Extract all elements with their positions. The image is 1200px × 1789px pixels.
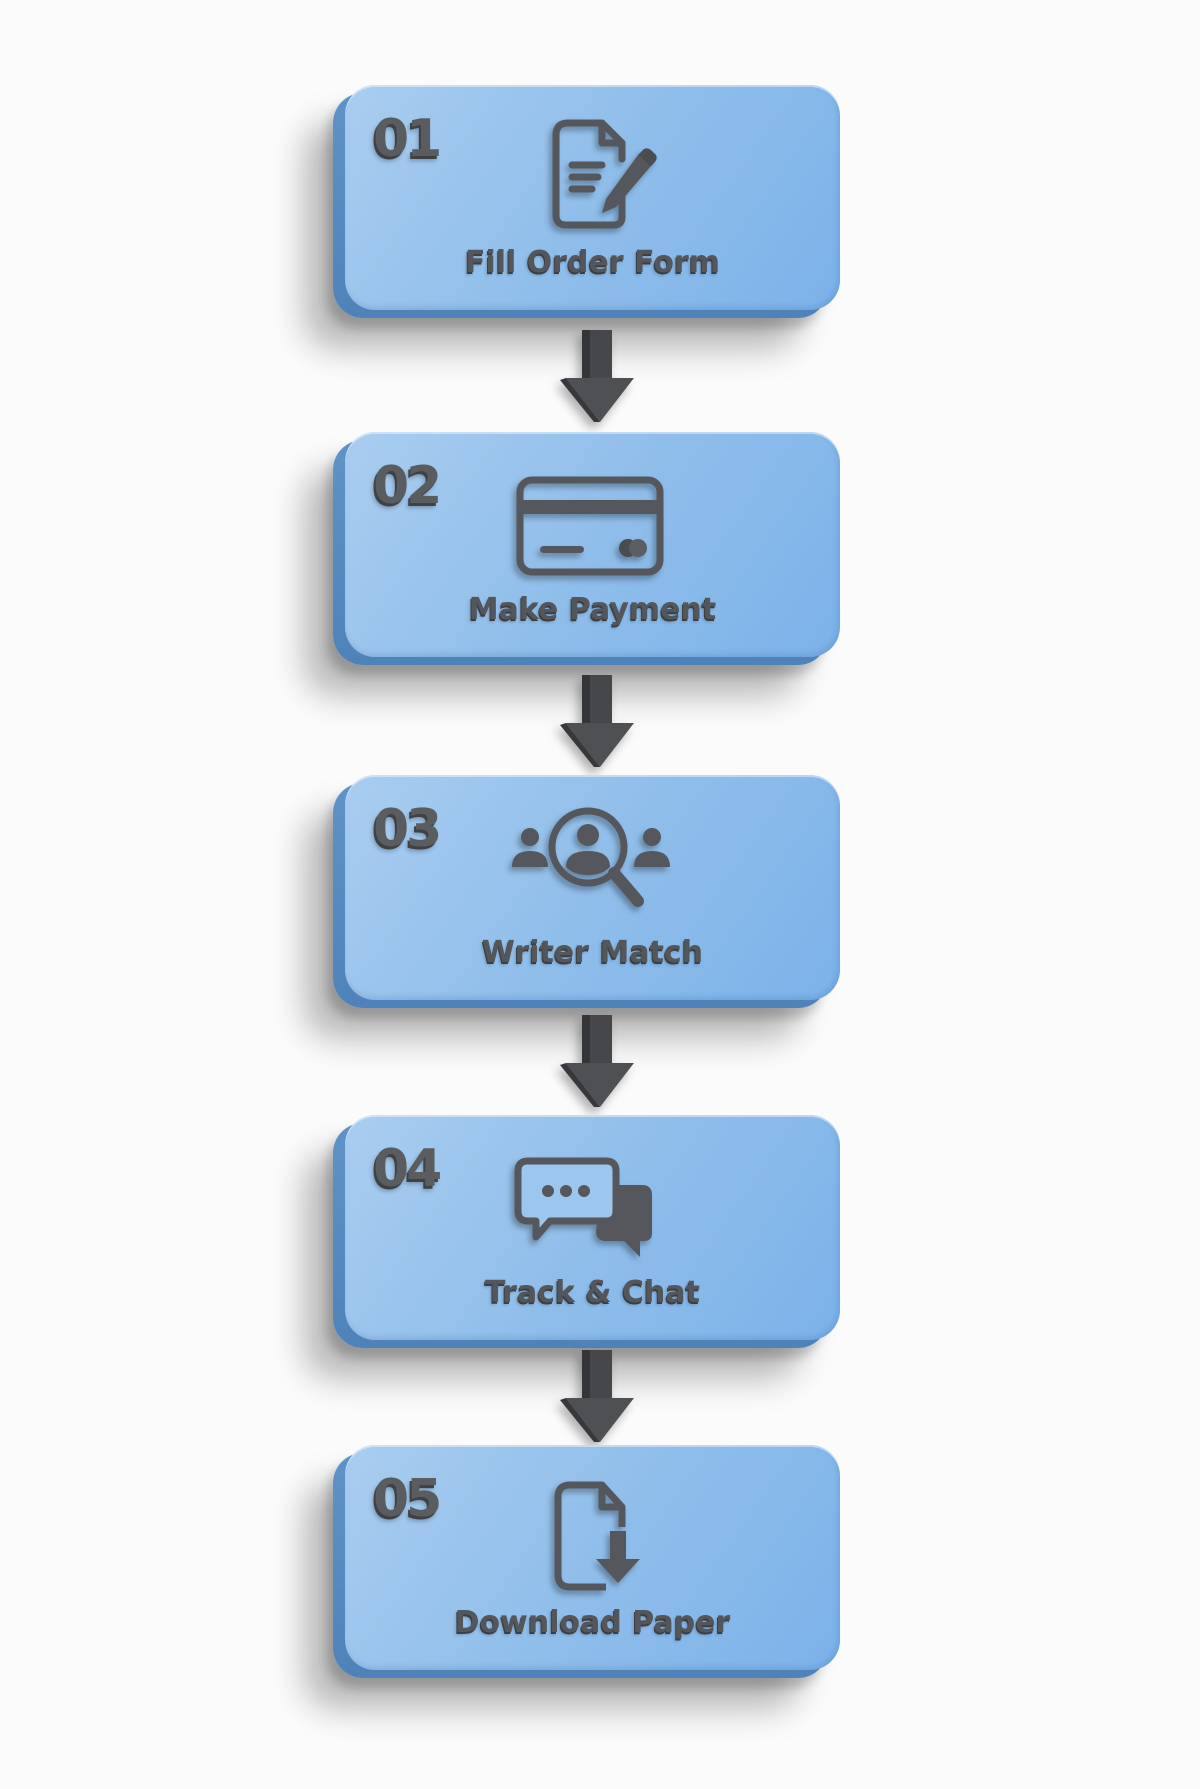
step-writer-match: 03 Writer Match [333,775,840,1008]
tile-face [345,432,840,657]
document-edit-icon [510,115,670,235]
step-track-and-chat: 04 Track & Chat [333,1115,840,1348]
arrow-down-icon [560,330,640,425]
step-label: Make Payment [468,592,717,627]
step-label: Track & Chat [485,1275,700,1310]
step-number: 02 [373,456,442,516]
step-label: Download Paper [454,1605,731,1640]
step-label: Writer Match [481,935,704,970]
step-fill-order-form: 01 Fill Order Form [333,85,840,318]
tile-face [345,1115,840,1340]
arrow-down-icon [560,1015,640,1110]
arrow-down-icon [560,675,640,770]
step-label: Fill Order Form [464,245,721,280]
step-make-payment: 02 Make Payment [333,432,840,665]
arrow-down-icon [560,1350,640,1445]
step-number: 05 [373,1469,442,1529]
step-number: 04 [373,1139,442,1199]
user-search-icon [510,805,670,925]
chat-bubbles-icon [510,1145,670,1265]
file-download-icon [510,1475,670,1595]
credit-card-icon [510,462,670,582]
step-number: 03 [373,799,442,859]
step-number: 01 [373,109,442,169]
step-download-paper: 05 Download Paper [333,1445,840,1678]
